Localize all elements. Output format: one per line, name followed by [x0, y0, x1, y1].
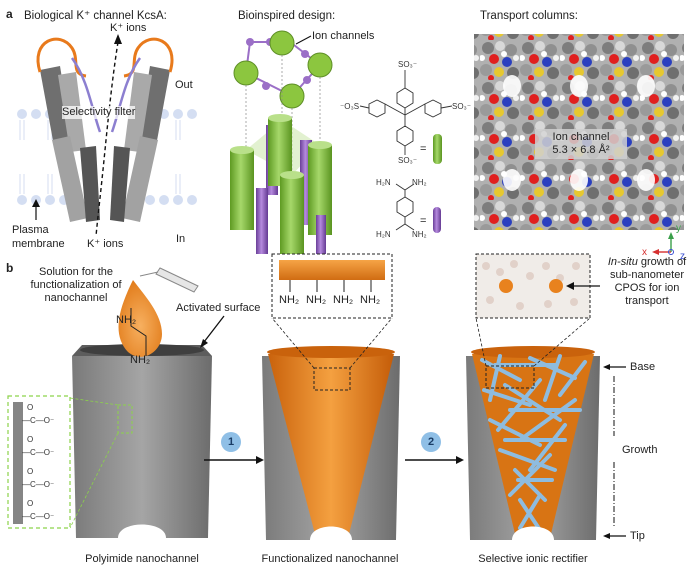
kcsa-illustration: [17, 34, 197, 237]
ion-channel-line2: 5.3 × 6.8 Å²: [552, 144, 610, 156]
solution-line2: functionalization of: [30, 279, 122, 291]
tip-label: Tip: [630, 530, 645, 542]
carboxyl-group-2: —C—O⁻: [22, 448, 55, 457]
insitu-line1-text: growth of: [637, 256, 687, 268]
equals-1: =: [420, 143, 427, 155]
polyimide-nanochannel: [7, 267, 225, 538]
nh2-drop-top: NH₂: [116, 314, 137, 326]
caption-rectifier: Selective ionic rectifier: [478, 553, 588, 565]
bioinspired-design: [230, 30, 453, 257]
nh2-row-2: NH₂: [306, 294, 327, 306]
bioinspired-title: Bioinspired design:: [238, 10, 336, 22]
ion-channel-line1: Ion channel: [552, 131, 610, 143]
nh2-row-4: NH₂: [360, 294, 381, 306]
axis-y-label: y: [676, 223, 681, 234]
carboxyl-o-1: O: [27, 403, 34, 412]
carboxyl-o-3: O: [27, 467, 34, 476]
insitu-line2: sub-nanometer: [610, 269, 684, 281]
solution-line3: nanochannel: [44, 292, 108, 304]
axis-x-label: x: [642, 247, 647, 258]
selective-ionic-rectifier: [466, 253, 626, 540]
transport-title: Transport columns:: [480, 10, 578, 22]
selectivity-filter-label: Selectivity filter: [62, 106, 136, 119]
kcsa-title: Biological K⁺ channel KcsA:: [24, 10, 167, 22]
caption-functionalized: Functionalized nanochannel: [261, 553, 399, 565]
so3-top: SO₃⁻: [398, 60, 418, 69]
transport-columns-crystal: [474, 34, 684, 255]
functionalized-nanochannel: [262, 253, 400, 540]
so3-left: ⁻O₃S: [340, 102, 360, 111]
carboxyl-group-3: —C—O⁻: [22, 480, 55, 489]
ion-channels-label: Ion channels: [312, 30, 375, 42]
nh2-top: NH₂: [412, 178, 427, 187]
solution-line1: Solution for the: [39, 266, 113, 278]
growth-label: Growth: [622, 444, 658, 456]
activated-surface-label: Activated surface: [176, 302, 261, 314]
plasma-label: Plasma: [12, 224, 49, 236]
carboxyl-group-4: —C—O⁻: [22, 512, 55, 521]
k-ions-bottom: K⁺ ions: [87, 238, 124, 250]
so3-bottom: SO₃⁻: [398, 156, 418, 165]
panel-b-label: b: [6, 261, 14, 275]
nh2-drop-bottom: NH₂: [130, 354, 151, 366]
step-2-badge: 2: [421, 432, 441, 452]
out-label: Out: [175, 79, 193, 91]
insitu-line3: CPOS for ion: [614, 282, 680, 294]
nh2-bottom: NH₂: [412, 230, 427, 239]
so3-right: SO₃⁻: [452, 102, 472, 111]
k-ions-top: K⁺ ions: [110, 22, 147, 34]
base-label: Base: [630, 361, 656, 373]
equals-2: =: [420, 215, 427, 227]
carboxyl-o-4: O: [27, 499, 34, 508]
caption-polyimide: Polyimide nanochannel: [85, 553, 199, 565]
h2n-top: H₂N: [376, 178, 391, 187]
insitu-line4: transport: [625, 295, 669, 307]
membrane-label: membrane: [12, 238, 65, 250]
nh2-row-1: NH₂: [279, 294, 300, 306]
nh2-row-3: NH₂: [333, 294, 354, 306]
insitu-line1: In-situ growth of: [607, 256, 687, 268]
panel-a-label: a: [6, 7, 13, 21]
axis-z-label: z: [680, 251, 685, 262]
h2n-bottom: H₂N: [376, 230, 391, 239]
carboxyl-group-1: —C—O⁻: [22, 416, 55, 425]
carboxyl-o-2: O: [27, 435, 34, 444]
in-label: In: [176, 233, 186, 245]
step-1-badge: 1: [221, 432, 241, 452]
